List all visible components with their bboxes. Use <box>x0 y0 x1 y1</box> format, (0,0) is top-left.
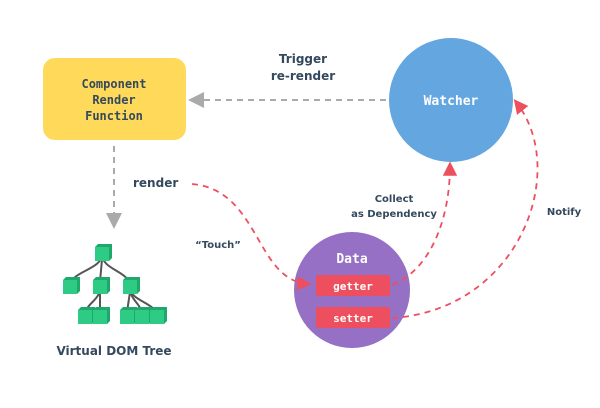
tree-node-shade <box>95 244 112 261</box>
trigger-label-2: re-render <box>271 69 335 83</box>
component-line-3: Function <box>85 109 143 123</box>
getter-label: getter <box>333 280 373 293</box>
component-render-function-node: Component Render Function <box>43 58 186 140</box>
tree-node-shade <box>123 277 140 294</box>
notify-arrow <box>391 99 539 319</box>
collect-label-1: Collect <box>375 194 414 205</box>
tree-node <box>150 310 164 324</box>
setter-box <box>316 307 390 328</box>
tree-node-shade <box>93 307 110 324</box>
tree-node <box>93 310 107 324</box>
tree-node <box>135 310 149 324</box>
tree-node <box>63 280 77 294</box>
touch-label: “Touch” <box>195 240 241 251</box>
vdom-label: Virtual DOM Tree <box>56 344 171 358</box>
tree-node-shade <box>150 307 167 324</box>
tree-node-shade <box>63 277 80 294</box>
notify-label: Notify <box>547 207 582 218</box>
data-node: Data getter setter <box>294 232 410 348</box>
watcher-label: Watcher <box>424 94 479 109</box>
tree-node-shade <box>93 277 110 294</box>
getter-box <box>316 275 390 296</box>
render-label: render <box>133 176 178 190</box>
tree-node <box>78 310 92 324</box>
component-line-1: Component <box>81 77 146 91</box>
setter-label: setter <box>333 312 373 325</box>
watcher-node: Watcher <box>389 38 513 162</box>
collect-label-2: as Dependency <box>351 209 437 220</box>
tree-node <box>120 310 134 324</box>
virtual-dom-tree-icon <box>63 244 167 324</box>
collect-dependency-arrow <box>391 161 458 286</box>
component-line-2: Render <box>92 93 135 107</box>
tree-node <box>123 280 137 294</box>
tree-node <box>93 280 107 294</box>
tree-node <box>95 247 109 261</box>
trigger-label-1: Trigger <box>279 52 327 66</box>
data-label: Data <box>336 252 367 267</box>
touch-arrow <box>191 183 312 291</box>
